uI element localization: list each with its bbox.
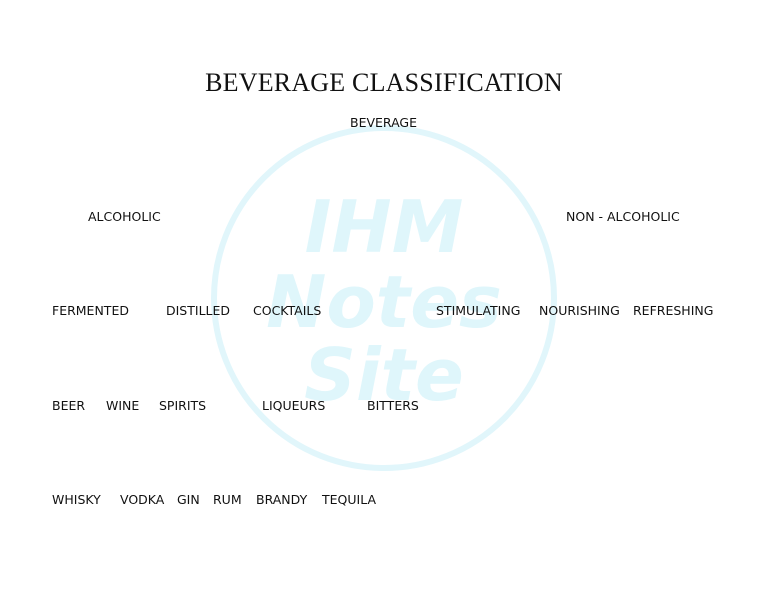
watermark-line-1: IHM	[305, 185, 464, 269]
node-alcoholic: ALCOHOLIC	[88, 209, 161, 224]
node-vodka: VODKA	[120, 492, 165, 507]
node-wine: WINE	[106, 398, 140, 413]
node-rum: RUM	[213, 492, 242, 507]
node-cocktails: COCKTAILS	[253, 303, 322, 318]
ihm-notes-site-logo-icon: IHM Notes Site	[211, 125, 557, 471]
node-spirits: SPIRITS	[159, 398, 207, 413]
node-refreshing: REFRESHING	[633, 303, 714, 318]
node-distilled: DISTILLED	[166, 303, 231, 318]
node-gin: GIN	[177, 492, 200, 507]
node-non-alcoholic: NON - ALCOHOLIC	[566, 209, 680, 224]
node-nourishing: NOURISHING	[539, 303, 620, 318]
node-brandy: BRANDY	[256, 492, 308, 507]
node-fermented: FERMENTED	[52, 303, 129, 318]
node-stimulating: STIMULATING	[436, 303, 521, 318]
node-tequila: TEQUILA	[322, 492, 377, 507]
watermark-line-2: Notes	[266, 260, 502, 344]
node-whisky: WHISKY	[52, 492, 101, 507]
node-bitters: BITTERS	[367, 398, 419, 413]
node-beer: BEER	[52, 398, 86, 413]
node-liqueurs: LIQUEURS	[262, 398, 326, 413]
node-beverage: BEVERAGE	[350, 115, 418, 130]
page-title: BEVERAGE CLASSIFICATION	[205, 68, 563, 97]
